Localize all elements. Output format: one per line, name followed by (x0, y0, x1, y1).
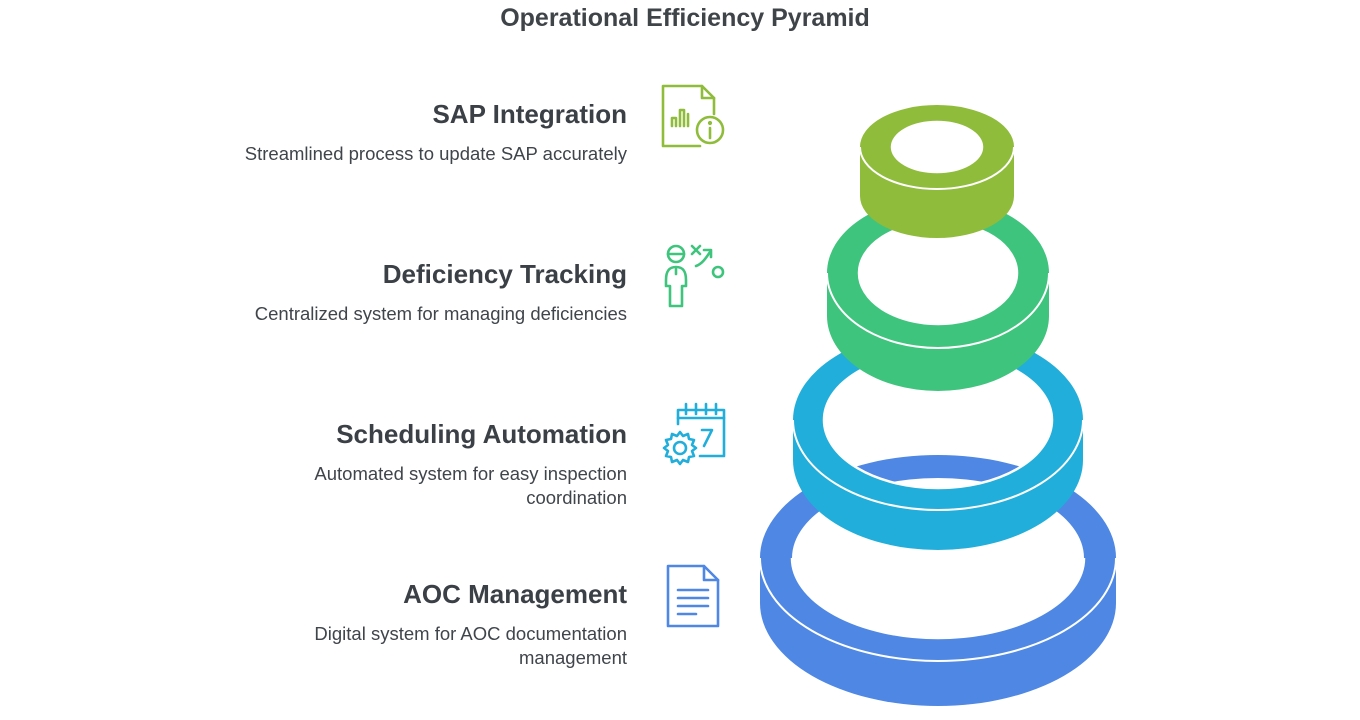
ring-sap-integration (859, 105, 1015, 238)
document-lines-icon (662, 562, 724, 630)
document-chart-info-icon (658, 82, 730, 152)
tier-title: SAP Integration (432, 99, 627, 129)
tier-deficiency-tracking: Deficiency Tracking Centralized system f… (240, 258, 627, 326)
tier-title: Scheduling Automation (336, 419, 627, 449)
tier-description: Centralized system for managing deficien… (254, 303, 627, 324)
ring-deficiency-tracking (826, 198, 1050, 391)
page-title: Operational Efficiency Pyramid (500, 4, 870, 32)
ring-scheduling-automation (792, 330, 1084, 550)
tier-description: Streamlined process to update SAP accura… (244, 143, 627, 164)
tier-title: AOC Management (403, 579, 627, 609)
tier-aoc-management: AOC Management Digital system for AOC do… (240, 578, 627, 670)
tier-title: Deficiency Tracking (382, 259, 627, 289)
tier-sap-integration: SAP Integration Streamlined process to u… (240, 98, 627, 166)
tier-scheduling-automation: Scheduling Automation Automated system f… (240, 418, 627, 510)
tier-description: Automated system for easy inspection coo… (314, 463, 627, 508)
calendar-gear-icon (658, 400, 730, 472)
ring-aoc-management (759, 455, 1117, 706)
tier-description: Digital system for AOC documentation man… (314, 623, 627, 668)
strategy-person-icon (658, 240, 730, 312)
